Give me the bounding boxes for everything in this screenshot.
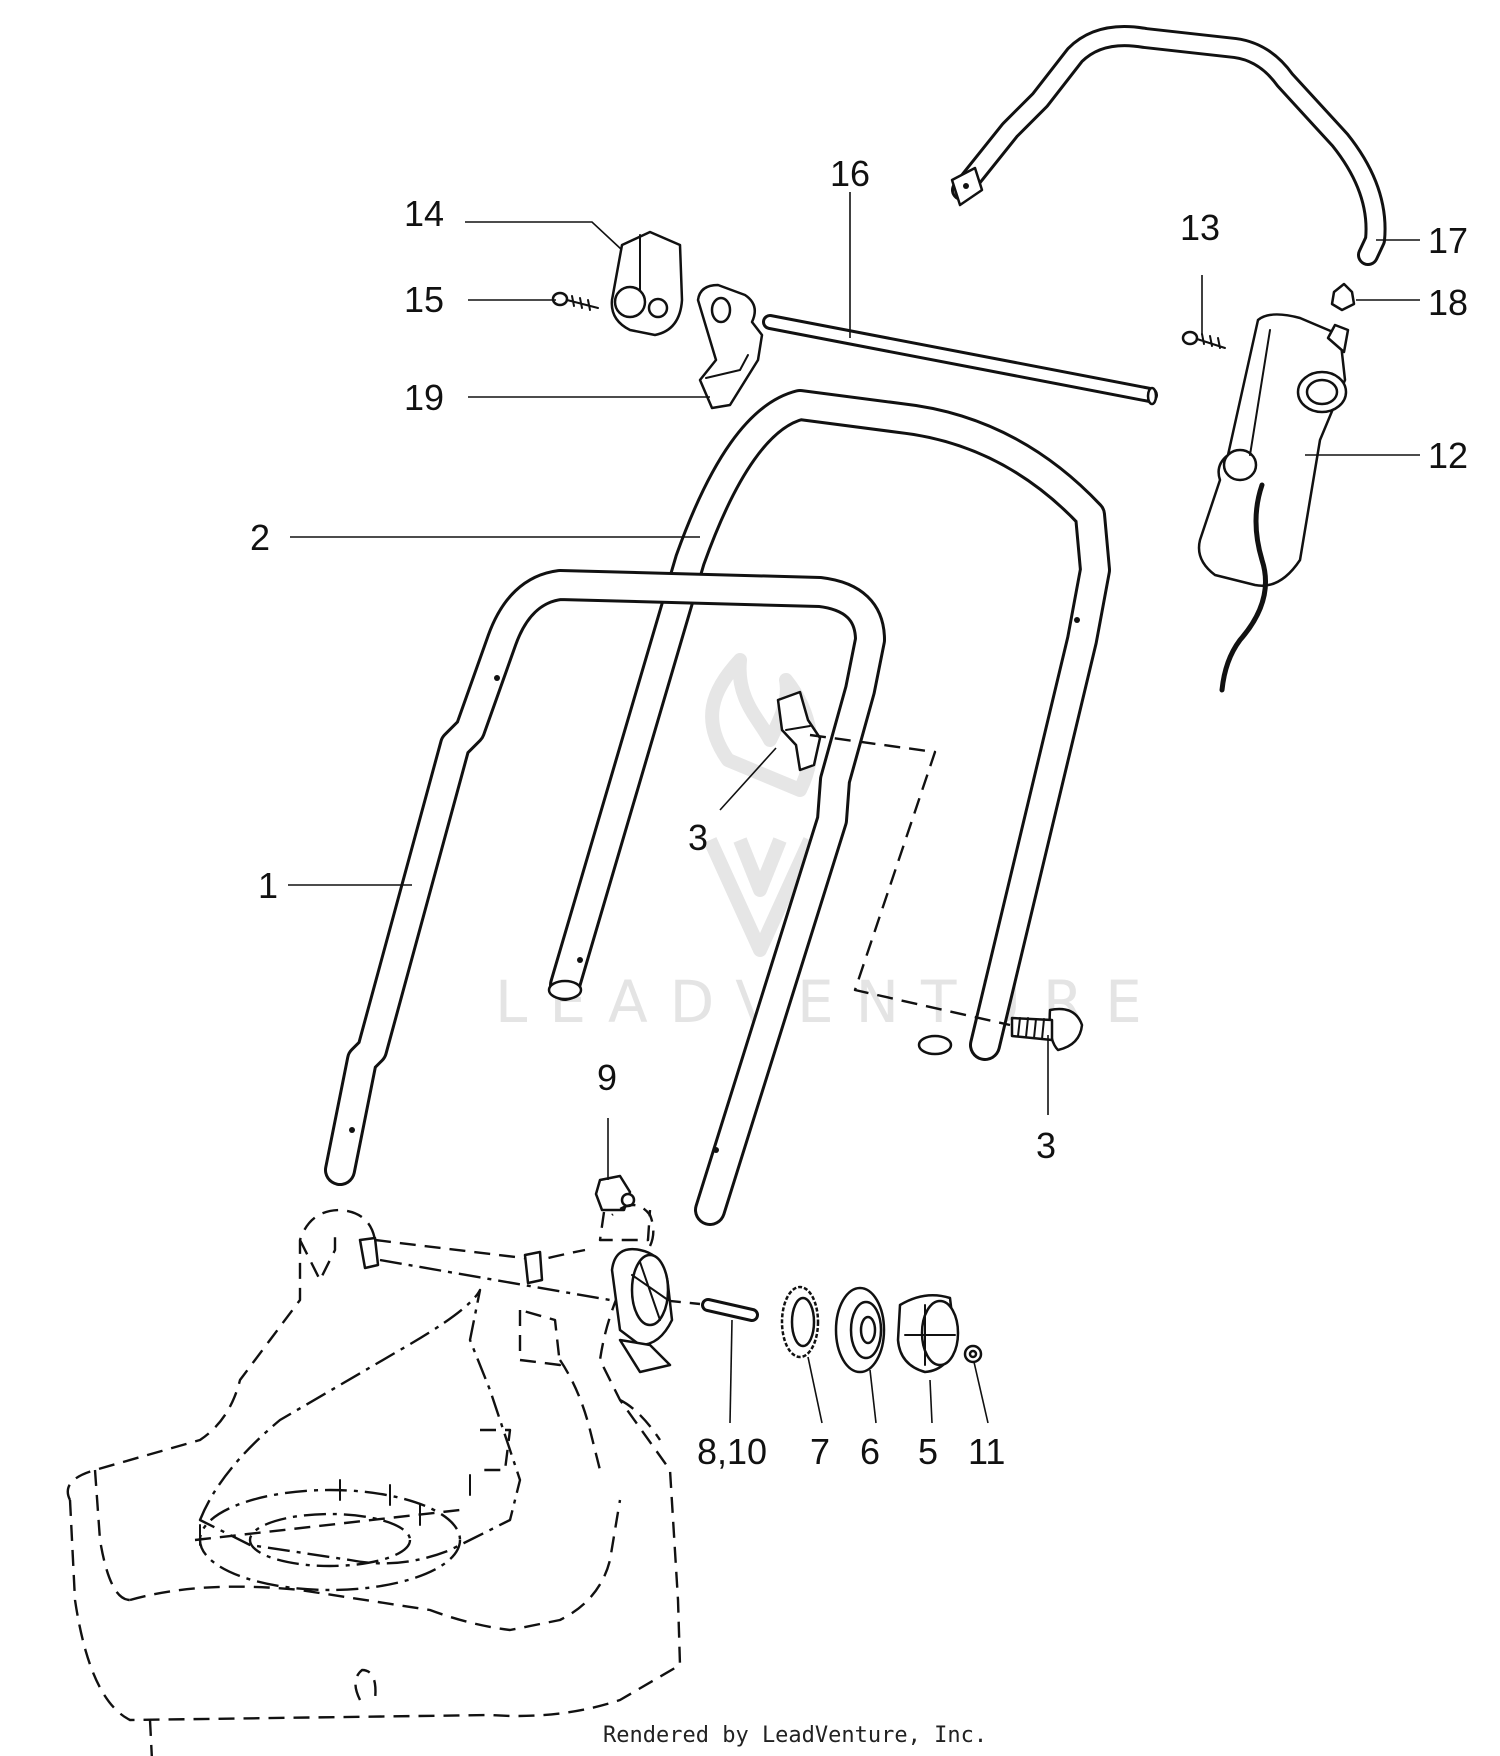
clip-19 bbox=[696, 283, 764, 410]
fastener-9 bbox=[594, 1174, 652, 1242]
label-part-3-lower: 3 bbox=[1036, 1125, 1056, 1166]
label-part-12: 12 bbox=[1428, 435, 1468, 476]
label-part-18: 18 bbox=[1428, 282, 1468, 323]
screw-13 bbox=[1181, 330, 1226, 349]
bracket-14 bbox=[610, 230, 684, 337]
label-part-6: 6 bbox=[860, 1431, 880, 1472]
label-part-17: 17 bbox=[1428, 220, 1468, 261]
part-labels: 1 2 3 3 5 6 7 8,10 9 11 12 13 14 15 16 1… bbox=[250, 153, 1468, 1472]
label-part-2: 2 bbox=[250, 517, 270, 558]
lower-handle-1 bbox=[324, 569, 886, 1226]
label-part-1: 1 bbox=[258, 865, 278, 906]
upper-handle-2 bbox=[547, 389, 1111, 1061]
rear-wheel-bracket bbox=[358, 1236, 674, 1374]
upper-handle-bar bbox=[950, 25, 1387, 266]
assembly-guide-3 bbox=[809, 733, 1011, 1027]
label-part-8-10: 8,10 bbox=[697, 1431, 767, 1472]
label-part-9: 9 bbox=[597, 1057, 617, 1098]
rod-16 bbox=[762, 314, 1158, 406]
credit-line: Rendered by LeadVenture, Inc. bbox=[603, 1723, 987, 1748]
leader-lines bbox=[288, 192, 1420, 1424]
wheel-cap-5 bbox=[896, 1293, 960, 1374]
label-part-5: 5 bbox=[918, 1431, 938, 1472]
mower-deck bbox=[66, 1203, 682, 1756]
wheel-hub-6 bbox=[834, 1286, 886, 1374]
label-part-3-upper: 3 bbox=[688, 817, 708, 858]
label-part-11: 11 bbox=[968, 1431, 1005, 1472]
nut-18 bbox=[1330, 282, 1356, 312]
label-part-16: 16 bbox=[830, 153, 870, 194]
label-part-14: 14 bbox=[404, 193, 444, 234]
screw-15 bbox=[551, 291, 599, 311]
knob-3-upper bbox=[776, 690, 822, 772]
gear-7 bbox=[780, 1285, 820, 1359]
label-part-13: 13 bbox=[1180, 207, 1220, 248]
bolt-3-lower bbox=[1010, 1007, 1084, 1052]
label-part-15: 15 bbox=[404, 279, 444, 320]
label-part-7: 7 bbox=[810, 1431, 830, 1472]
deck-underside bbox=[194, 1474, 471, 1592]
switch-housing-12 bbox=[1197, 313, 1350, 693]
nut-11 bbox=[963, 1344, 983, 1364]
label-part-19: 19 bbox=[404, 377, 444, 418]
